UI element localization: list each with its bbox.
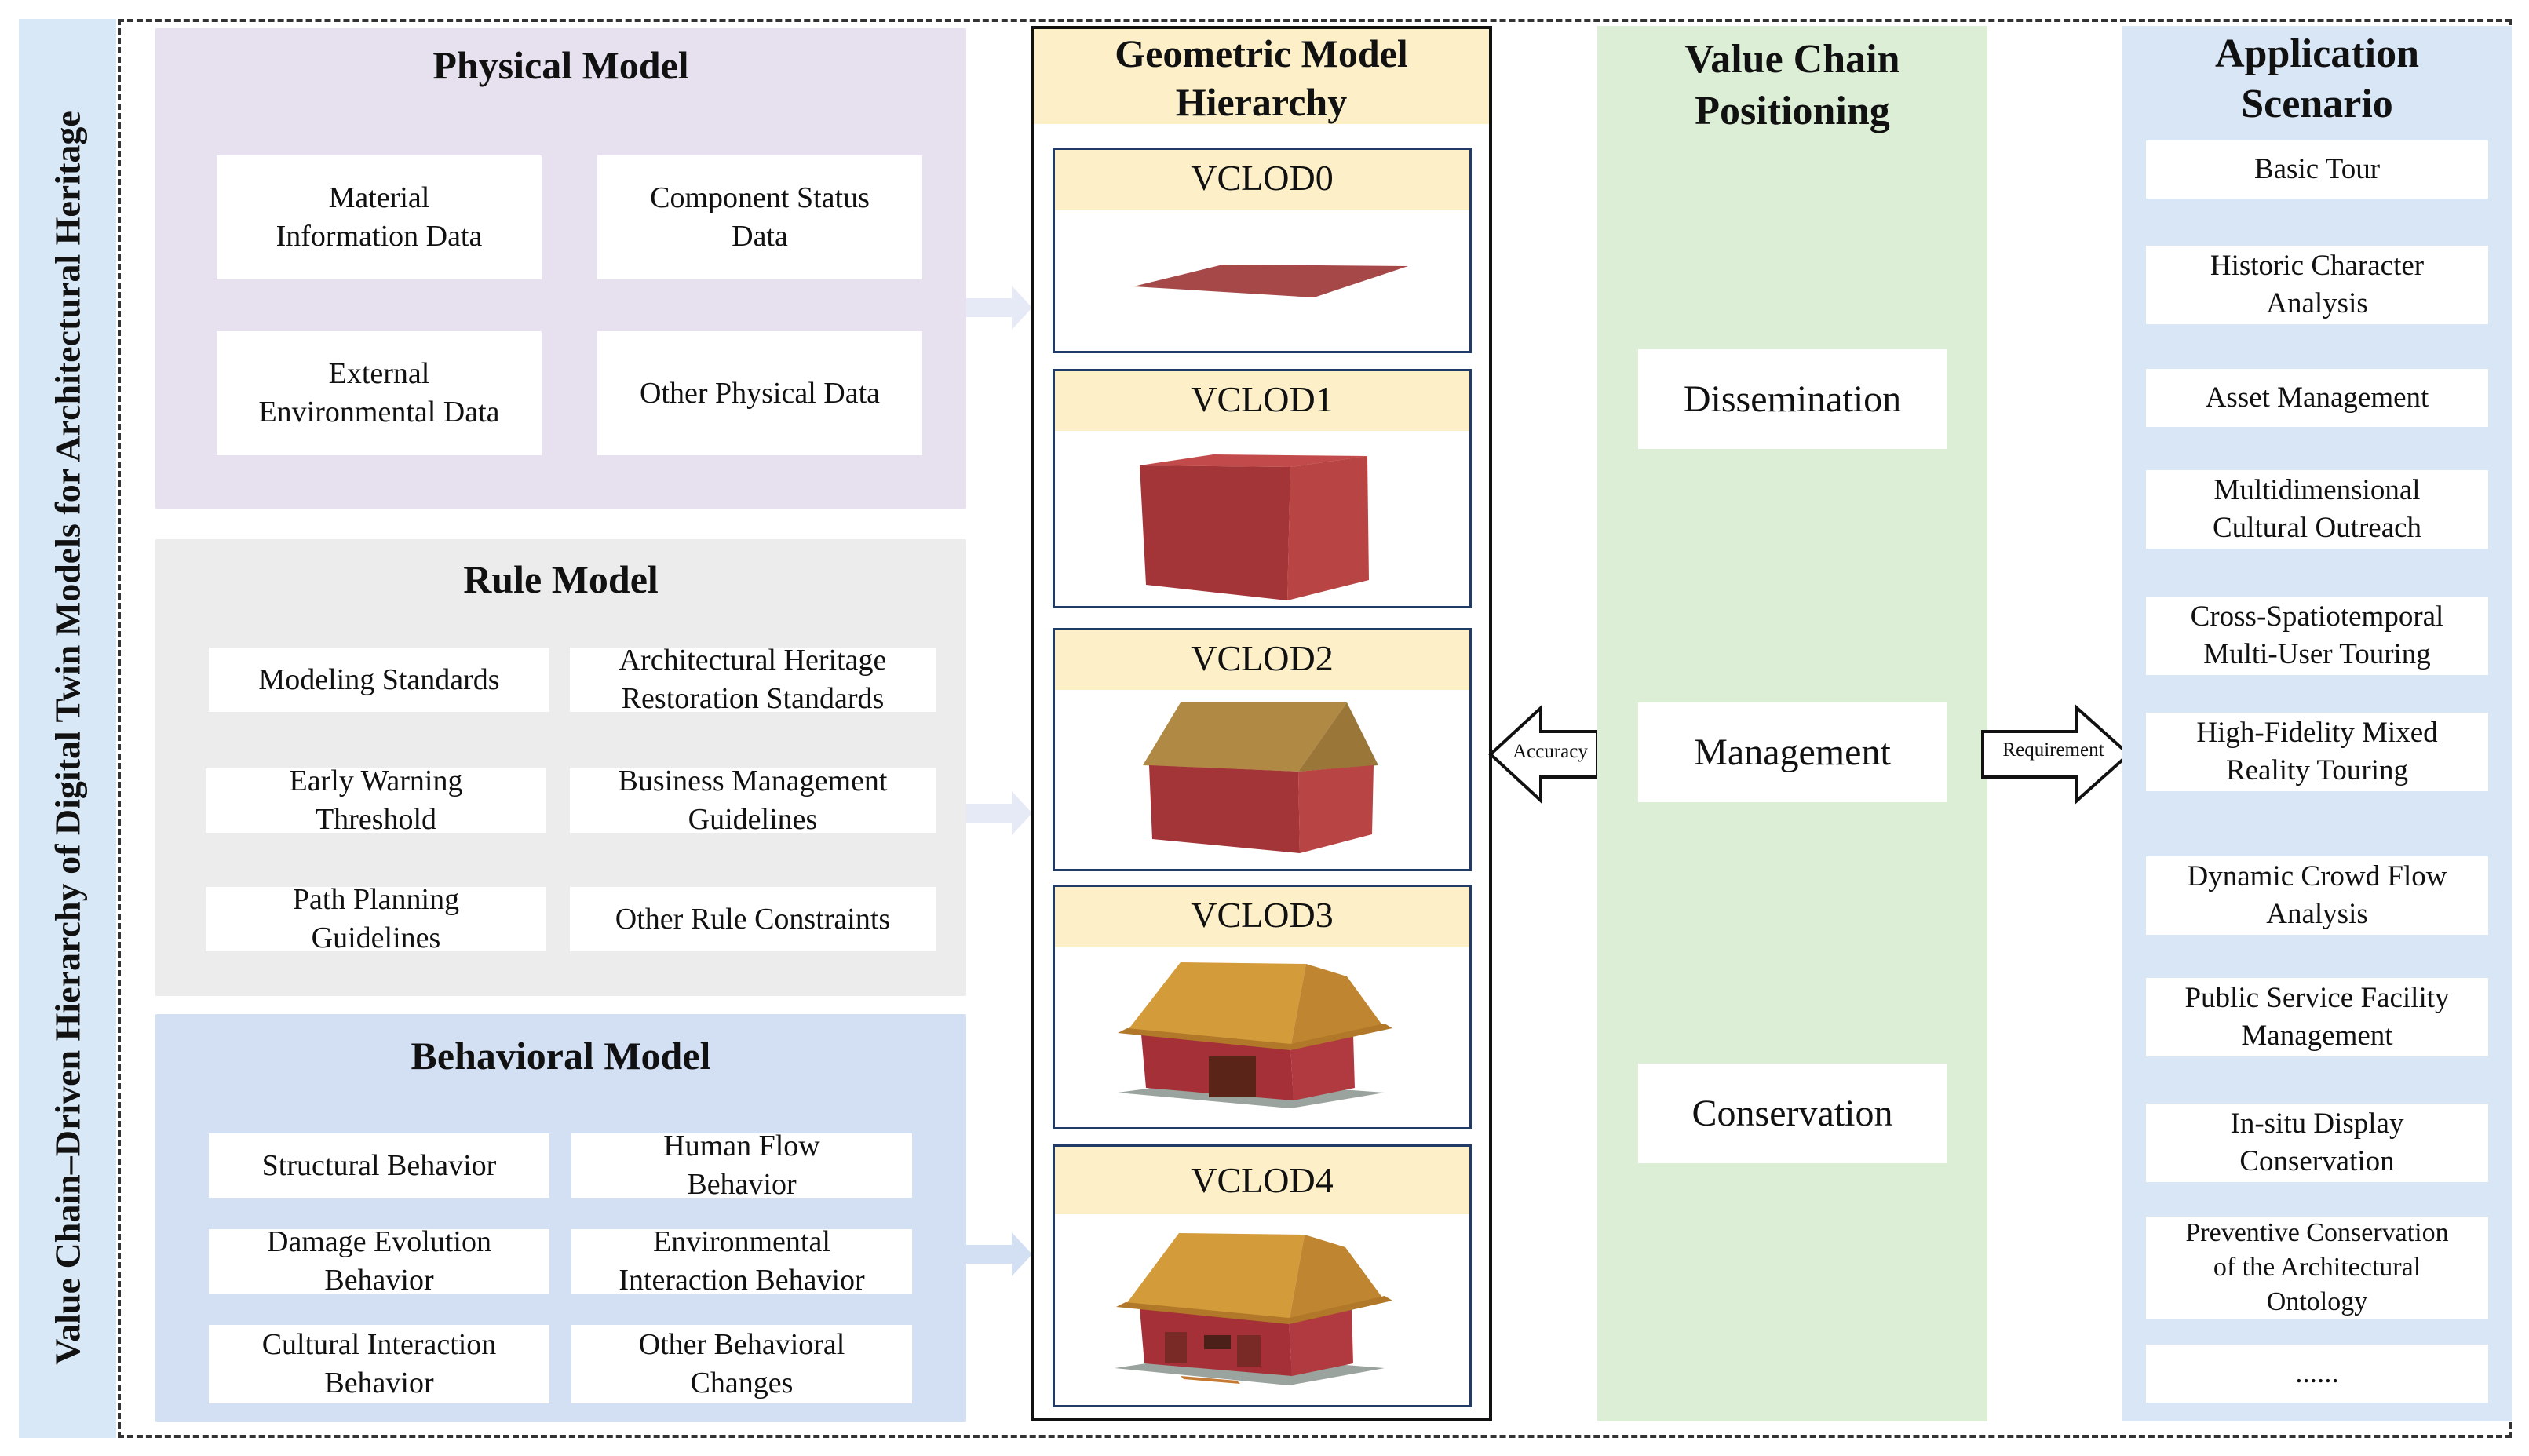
- physical-item-material: Material Information Data: [217, 155, 542, 279]
- app-item-cultural-outreach: Multidimensional Cultural Outreach: [2146, 470, 2488, 549]
- value-chain-panel: Value Chain Positioning Dissemination Ma…: [1597, 26, 1987, 1421]
- rule-item-modeling: Modeling Standards: [209, 648, 549, 712]
- vclod0-label: VCLOD0: [1055, 150, 1469, 210]
- rule-item-other: Other Rule Constraints: [570, 887, 936, 951]
- behavioral-model-title: Behavioral Model: [411, 1034, 711, 1078]
- app-item-in-situ-display: In-situ Display Conservation: [2146, 1104, 2488, 1182]
- physical-model-title: Physical Model: [432, 43, 689, 87]
- app-item-mixed-reality: High-Fidelity Mixed Reality Touring: [2146, 713, 2488, 791]
- vclod4-detailed-temple-model: [1115, 1233, 1392, 1385]
- vclod3-temple-model: [1118, 962, 1392, 1108]
- app-item-asset-management: Asset Management: [2146, 369, 2488, 427]
- physical-item-other: Other Physical Data: [597, 331, 922, 455]
- vclod2-label: VCLOD2: [1055, 630, 1469, 690]
- app-item-crowd-flow: Dynamic Crowd Flow Analysis: [2146, 856, 2488, 935]
- behavioral-item-human-flow: Human Flow Behavior: [571, 1129, 912, 1201]
- vclod4-card: VCLOD4: [1053, 1144, 1472, 1407]
- vclod1-label: VCLOD1: [1055, 371, 1469, 431]
- accuracy-arrow-label: Accuracy: [1513, 741, 1588, 762]
- behavioral-item-environmental: Environmental Interaction Behavior: [571, 1225, 912, 1297]
- value-chain-management: Management: [1638, 702, 1947, 802]
- vclod0-card: VCLOD0: [1053, 148, 1472, 353]
- vclod3-label: VCLOD3: [1055, 887, 1469, 947]
- application-scenario-panel: Application Scenario Basic Tour Historic…: [2122, 26, 2512, 1421]
- app-item-more: ......: [2146, 1345, 2488, 1403]
- rule-item-path-planning: Path Planning Guidelines: [206, 883, 546, 954]
- behavioral-item-structural: Structural Behavior: [209, 1133, 549, 1198]
- app-item-public-service: Public Service Facility Management: [2146, 978, 2488, 1056]
- vclod1-card: VCLOD1: [1053, 369, 1472, 608]
- app-item-basic-tour: Basic Tour: [2146, 140, 2488, 199]
- value-chain-conservation: Conservation: [1638, 1064, 1947, 1163]
- rule-item-business: Business Management Guidelines: [570, 764, 936, 836]
- behavioral-item-other: Other Behavioral Changes: [571, 1325, 912, 1403]
- app-item-historic-character: Historic Character Analysis: [2146, 246, 2488, 324]
- physical-item-external-env: External Environmental Data: [217, 331, 542, 455]
- diagram-title: Value Chain–Driven Hierarchy of Digital …: [47, 111, 88, 1365]
- value-chain-dissemination: Dissemination: [1638, 349, 1947, 449]
- physical-connector-arrow: [966, 286, 1032, 330]
- requirement-arrow-label: Requirement: [2002, 739, 2104, 761]
- geometric-hierarchy-title: Geometric Model Hierarchy: [1034, 29, 1489, 124]
- vclod3-card: VCLOD3: [1053, 885, 1472, 1129]
- rule-item-restoration: Architectural Heritage Restoration Stand…: [570, 644, 936, 715]
- physical-item-component-status: Component Status Data: [597, 155, 922, 279]
- rule-item-early-warning: Early Warning Threshold: [206, 764, 546, 836]
- requirement-arrow: [1981, 704, 2132, 805]
- app-item-preventive-conservation: Preventive Conservation of the Architect…: [2146, 1217, 2488, 1319]
- vclod0-plane-model: [1133, 265, 1408, 297]
- behavioral-connector-arrow: [966, 1232, 1032, 1276]
- rule-model-title: Rule Model: [463, 557, 659, 601]
- application-scenario-title: Application Scenario: [2214, 31, 2420, 126]
- sidebar-title-bar: Value Chain–Driven Hierarchy of Digital …: [19, 19, 116, 1438]
- value-chain-title: Value Chain Positioning: [1684, 37, 1900, 133]
- connector-arrows: [966, 286, 1032, 1276]
- app-item-cross-spatiotemporal: Cross-Spatiotemporal Multi-User Touring: [2146, 597, 2488, 675]
- vclod2-gabled-model: [1143, 702, 1378, 853]
- behavioral-model-panel: Behavioral Model Structural Behavior Hum…: [155, 1014, 966, 1422]
- rule-model-panel: Rule Model Modeling Standards Architectu…: [155, 539, 966, 996]
- vclod2-card: VCLOD2: [1053, 628, 1472, 871]
- physical-model-panel: Physical Model Material Information Data…: [155, 28, 966, 509]
- behavioral-item-damage: Damage Evolution Behavior: [209, 1225, 549, 1297]
- vclod1-box-model: [1140, 454, 1369, 600]
- vclod4-label: VCLOD4: [1055, 1147, 1469, 1214]
- rule-connector-arrow: [966, 791, 1032, 835]
- behavioral-item-cultural: Cultural Interaction Behavior: [209, 1325, 549, 1403]
